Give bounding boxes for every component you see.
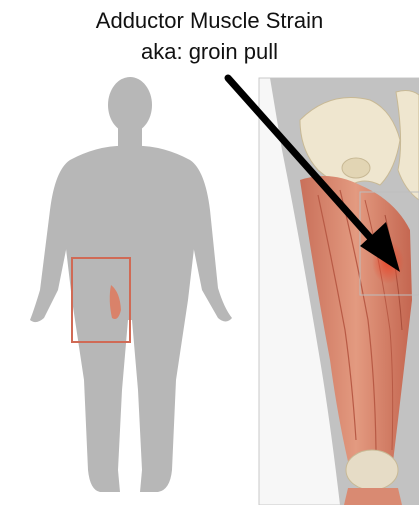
diagram-illustration <box>0 0 419 505</box>
